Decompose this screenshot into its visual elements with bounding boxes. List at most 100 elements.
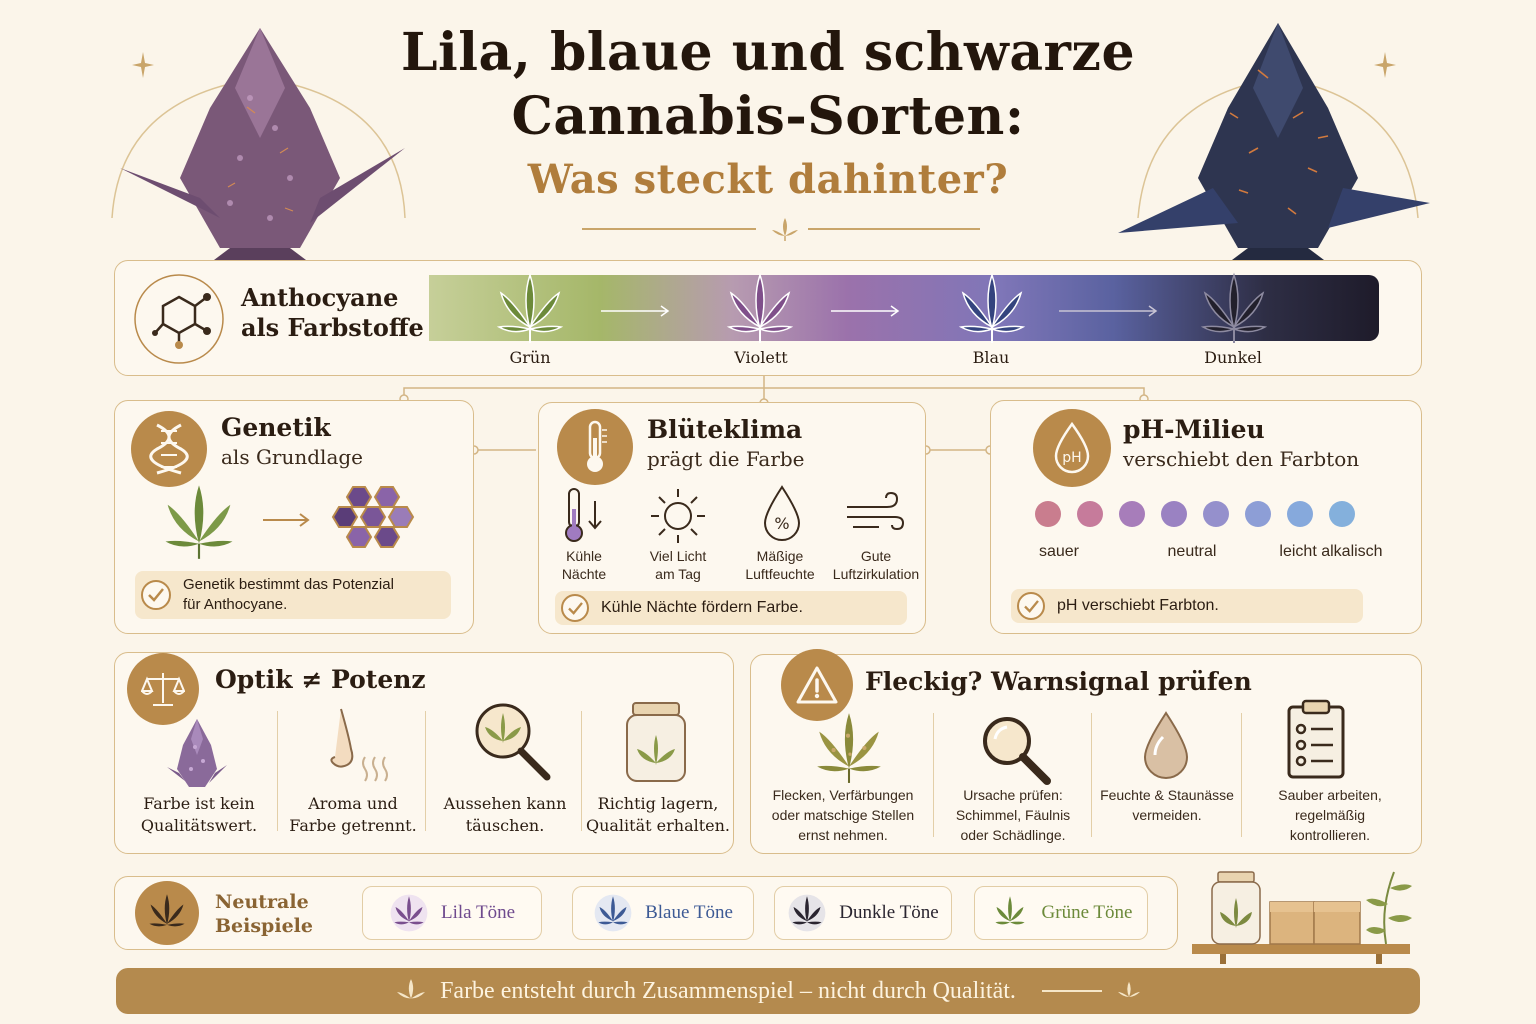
- balance-scale-icon: [141, 673, 185, 706]
- stage-label-green: Grün: [509, 348, 551, 367]
- fleckig-item-1: Flecken, Verfärbungen oder matschige Ste…: [755, 785, 931, 845]
- ph-label-alkalisch: leicht alkalisch: [1279, 543, 1383, 560]
- stage-label-dark: Dunkel: [1204, 348, 1262, 367]
- divider: [933, 713, 934, 837]
- chip-lila[interactable]: Lila Töne: [362, 886, 542, 940]
- klima-item-1-line1: Kühle: [566, 548, 602, 564]
- ph-dot: [1035, 501, 1061, 527]
- magnifier-leaf-icon: [475, 703, 551, 781]
- klima-note-text: Kühle Nächte fördern Farbe.: [601, 599, 803, 616]
- magnifier-icon: [983, 717, 1051, 785]
- leaf-icon: [149, 894, 185, 927]
- wind-icon: [847, 491, 905, 531]
- chip-gruen[interactable]: Grüne Töne: [974, 886, 1148, 940]
- fleckig-item-3-line1: Feuchte & Staunässe: [1100, 787, 1234, 803]
- title-divider: [582, 228, 756, 230]
- genetik-note-line1: Genetik bestimmt das Potenzial: [183, 576, 394, 593]
- genetik-note-line2: für Anthocyane.: [183, 596, 288, 613]
- optik-card: Optik ≠ Potenz Farbe ist kein Qualitätsw…: [114, 652, 734, 854]
- optik-item-2: Aroma und Farbe getrennt.: [283, 793, 423, 837]
- thermometer-icon: [587, 420, 607, 472]
- footer-divider: [1041, 990, 1102, 992]
- violet-leaf-icon: [726, 272, 794, 343]
- sparkle-icon: [132, 52, 154, 78]
- klima-item-3-line2: Luftfeuchte: [745, 566, 815, 582]
- chip-blau[interactable]: Blaue Töne: [572, 886, 754, 940]
- klima-item-4-line1: Gute: [860, 548, 892, 564]
- chip-dunkel[interactable]: Dunkle Töne: [774, 886, 952, 940]
- ph-dot: [1119, 501, 1145, 527]
- fleckig-title: Fleckig? Warnsignal prüfen: [865, 667, 1252, 696]
- optik-item-2-line2: Farbe getrennt.: [289, 816, 417, 835]
- scale-icon-circle: [127, 653, 199, 725]
- genetik-card: Genetik als Grundlage Genetik bestimmt d…: [114, 400, 474, 634]
- klima-item-1: Kühle Nächte: [545, 547, 623, 583]
- klima-item-4-line2: Luftzirkulation: [832, 566, 920, 582]
- optik-item-3-line2: täuschen.: [465, 816, 545, 835]
- klima-item-1-line2: Nächte: [561, 566, 607, 582]
- connector-lines: [399, 376, 1149, 455]
- optik-item-1: Farbe ist kein Qualitätswert.: [129, 793, 269, 837]
- chip-gruen-label: Grüne Töne: [1041, 902, 1133, 923]
- ph-note: pH verschiebt Farbton.: [1011, 589, 1363, 623]
- ph-icon-circle: pH: [1033, 409, 1111, 487]
- ph-dot: [1245, 501, 1271, 527]
- arrow-right-icon: [263, 513, 310, 527]
- fleckig-card: Fleckig? Warnsignal prüfen Flecken, Verf…: [750, 649, 1422, 854]
- klima-item-2-line1: Viel Licht: [649, 548, 707, 564]
- ph-label-sauer: sauer: [1038, 543, 1080, 560]
- anthocyane-title-line1: Anthocyane: [241, 283, 399, 312]
- optik-item-2-line1: Aroma und: [308, 794, 398, 813]
- chip-dunkel-label: Dunkle Töne: [839, 902, 939, 923]
- stage-label-blue: Blau: [972, 348, 1010, 367]
- chip-lila-label: Lila Töne: [440, 902, 516, 923]
- warning-icon-circle: [781, 649, 853, 721]
- purple-bud-image: [111, 28, 406, 263]
- fleckig-item-4-line1: Sauber arbeiten,: [1278, 787, 1382, 803]
- leaf-icon: [397, 979, 426, 999]
- fleckig-item-2: Ursache prüfen: Schimmel, Fäulnis oder S…: [937, 785, 1089, 845]
- check-icon: [141, 580, 171, 610]
- fleckig-item-1-line3: ernst nehmen.: [798, 827, 888, 843]
- optik-item-1-line2: Qualitätswert.: [140, 816, 258, 835]
- purple-bud-icon: [167, 719, 227, 787]
- ph-dot: [1287, 501, 1313, 527]
- page-subtitle: Was steckt dahinter?: [527, 156, 1009, 203]
- genetik-subtitle: als Grundlage: [221, 445, 364, 469]
- molecule-icon: [134, 274, 224, 364]
- shelf-with-jar-illustration: [1192, 871, 1412, 964]
- green-leaf-icon: [994, 896, 1025, 925]
- divider: [581, 711, 582, 831]
- page-title-line2: Cannabis-Sorten:: [511, 86, 1025, 147]
- warning-icon: [796, 666, 838, 704]
- thermometer-icon-circle: [557, 409, 633, 485]
- optik-item-4: Richtig lagern, Qualität erhalten.: [585, 793, 731, 837]
- ph-dot: [1077, 501, 1103, 527]
- leaf-icon: [1117, 981, 1140, 997]
- fleckig-item-4: Sauber arbeiten, regelmäßig kontrolliere…: [1245, 785, 1415, 845]
- leaf-icon-circle: [135, 881, 199, 945]
- anthocyane-title-line2: als Farbstoffe: [241, 313, 424, 342]
- anthocyane-card: Anthocyane als Farbstoffe Grün Violett B…: [114, 260, 1422, 376]
- dna-icon-circle: [131, 411, 207, 487]
- ph-dot: [1161, 501, 1187, 527]
- optik-item-3-line1: Aussehen kann: [443, 794, 567, 813]
- green-leaf-icon: [496, 272, 564, 343]
- chip-blau-label: Blaue Töne: [645, 902, 733, 923]
- green-leaf-icon: [165, 485, 233, 559]
- blue-leaf-icon: [958, 272, 1026, 343]
- nose-icon: [330, 708, 388, 782]
- ph-drop-icon: pH: [1054, 422, 1090, 474]
- dna-icon: [149, 423, 189, 475]
- klima-card: Blüteklima prägt die Farbe % Kühle Nächt…: [538, 402, 926, 634]
- dark-leaf-icon: [1200, 272, 1268, 343]
- arrow-right-icon: [831, 305, 900, 317]
- klima-item-3: Mäßige Luftfeuchte: [735, 547, 825, 583]
- page-title-line1: Lila, blaue und schwarze: [400, 22, 1136, 83]
- storage-jar-icon: [626, 702, 686, 782]
- fleckig-item-4-line3: kontrollieren.: [1289, 827, 1371, 843]
- sun-icon: [651, 489, 705, 543]
- divider: [425, 711, 426, 831]
- beispiele-title-line2: Beispiele: [215, 915, 313, 937]
- optik-item-1-line1: Farbe ist kein: [143, 794, 255, 813]
